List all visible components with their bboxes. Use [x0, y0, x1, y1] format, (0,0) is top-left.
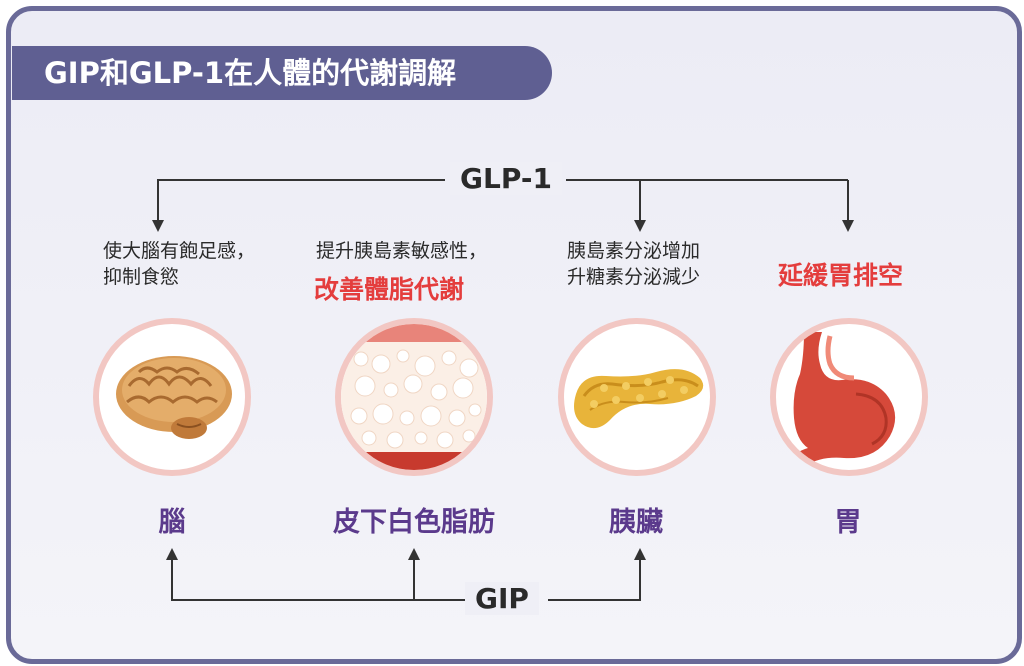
fat-tissue-icon: [341, 324, 487, 470]
stomach-effect-highlight: 延緩胃排空: [778, 261, 904, 290]
gip-line-right: [548, 548, 646, 601]
organ-label-brain: 腦: [158, 507, 186, 538]
pancreas-effect-line-2: 升糖素分泌減少: [567, 266, 701, 288]
pancreas-effect: 胰島素分泌增加 升糖素分泌減少: [567, 238, 700, 290]
brain-circle: [93, 318, 251, 476]
fat-effect-line-1: 提升胰島素敏感性，: [316, 240, 488, 262]
organ-label-stomach: 胃: [834, 507, 862, 538]
pancreas-circle: [558, 318, 716, 476]
fat-circle: [335, 318, 493, 476]
gip-label: GIP: [465, 582, 539, 615]
brain-icon: [116, 356, 232, 439]
brain-effect: 使大腦有飽足感， 抑制食慾: [103, 238, 255, 290]
brain-effect-line-2: 抑制食慾: [103, 266, 180, 288]
stomach-icon: [790, 332, 896, 469]
glp1-line-left: [152, 179, 445, 232]
pancreas-effect-line-1: 胰島素分泌增加: [567, 240, 701, 262]
glp1-label: GLP-1: [450, 162, 562, 195]
pancreas-icon: [574, 369, 704, 429]
fat-effect-highlight: 改善體脂代謝: [314, 275, 465, 304]
organ-label-fat: 皮下白色脂肪: [333, 507, 495, 538]
stomach-circle: [770, 318, 928, 476]
page-title: GIP和GLP-1在人體的代謝調解: [12, 46, 552, 100]
brain-effect-line-1: 使大腦有飽足感，: [103, 240, 256, 262]
gip-line-left: [166, 548, 465, 601]
organ-label-pancreas: 胰臟: [609, 507, 663, 538]
